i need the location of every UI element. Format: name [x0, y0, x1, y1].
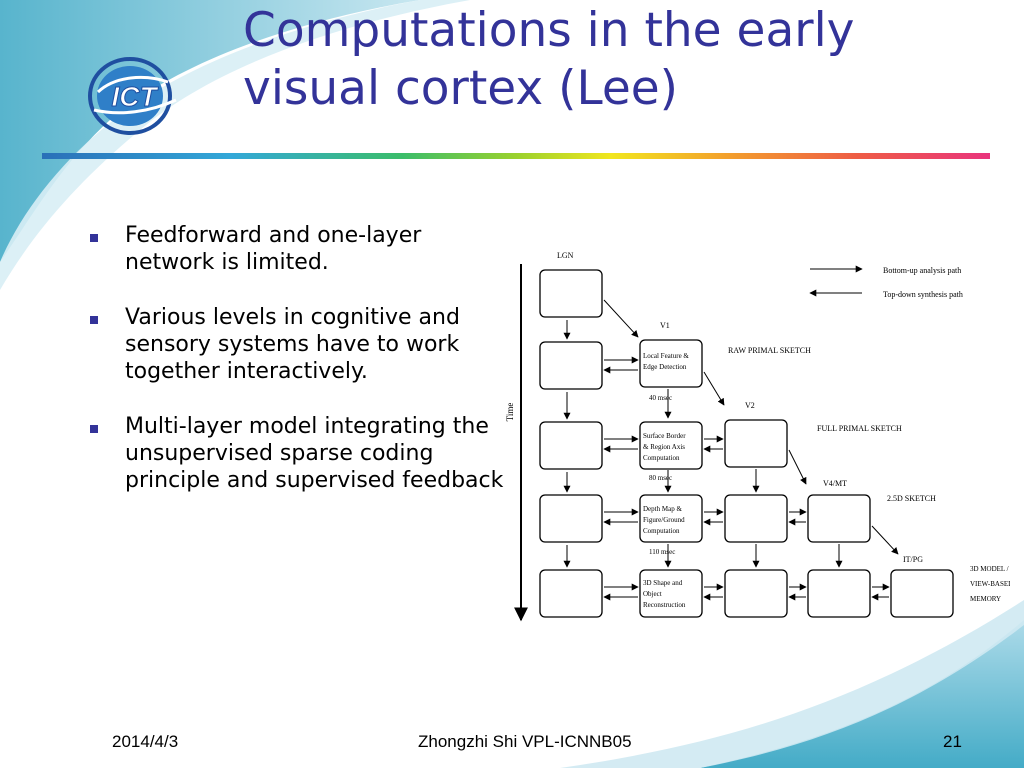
v1-box-row2 [639, 339, 703, 388]
lgn-box-row1 [539, 269, 603, 318]
bullet-item: Multi-layer model integrating the unsupe… [90, 413, 510, 494]
v2-box-row4 [724, 494, 788, 543]
diagonal-arrow [788, 449, 807, 485]
area-label-v2: V2 [745, 401, 755, 410]
stage-label-view-based: VIEW-BASED [970, 580, 1010, 588]
computation-text: Edge Detection [643, 363, 687, 371]
computation-text: Local Feature & [643, 352, 689, 360]
visual-cortex-diagram: Time Bottom-up analysis path Top-down sy… [505, 251, 1010, 622]
v2-box-row3 [724, 419, 788, 468]
computation-text: Computation [643, 454, 680, 462]
diagonal-arrow [703, 371, 725, 406]
computation-text: Surface Border [643, 432, 686, 440]
computation-text: Object [643, 590, 662, 598]
latency-label-110: 110 msec [649, 548, 675, 556]
stage-label-3d-model: 3D MODEL / [970, 565, 1009, 573]
top-down-legend-label: Top-down synthesis path [883, 290, 963, 299]
footer-author: Zhongzhi Shi VPL-ICNNB05 [418, 732, 632, 751]
v1-box-row3 [639, 421, 703, 470]
v4mt-box-row4 [807, 494, 871, 543]
footer-date: 2014/4/3 [112, 732, 179, 751]
lgn-box-row5 [539, 569, 603, 618]
ict-logo: ICT [88, 57, 177, 135]
itpg-box-row5 [890, 569, 954, 618]
latency-label-40: 40 msec [649, 394, 672, 402]
lgn-box-row2 [539, 341, 603, 390]
bottom-up-legend-label: Bottom-up analysis path [883, 266, 961, 275]
area-label-v4mt: V4/MT [823, 479, 847, 488]
slide-title: Computations in the early visual cortex … [243, 3, 855, 116]
diagonal-arrow [603, 299, 639, 338]
logo-text: ICT [111, 81, 159, 112]
v1-box-row5 [639, 569, 703, 618]
v2-box-row5 [724, 569, 788, 618]
lgn-box-row4 [539, 494, 603, 543]
footer-page-number: 21 [943, 732, 962, 751]
computation-text: Depth Map & [643, 505, 682, 513]
bullet-item: Various levels in cognitive and sensory … [90, 304, 510, 385]
v1-box-row4 [639, 494, 703, 543]
bullet-item: Feedforward and one-layer network is lim… [90, 222, 510, 276]
bullet-list: Feedforward and one-layer network is lim… [90, 222, 510, 522]
diagonal-arrow [871, 525, 899, 555]
rainbow-divider [42, 153, 990, 159]
stage-label-raw-primal: RAW PRIMAL SKETCH [728, 346, 811, 355]
area-label-v1: V1 [660, 321, 670, 330]
latency-label-80: 80 msec [649, 474, 672, 482]
computation-text: Computation [643, 527, 680, 535]
time-label: Time [505, 403, 515, 422]
stage-label-memory: MEMORY [970, 595, 1001, 603]
area-label-lgn: LGN [557, 251, 574, 260]
top-left-wave-light [0, 0, 470, 290]
computation-text: & Region Axis [643, 443, 685, 451]
computation-text: Figure/Ground [643, 516, 685, 524]
computation-text: Reconstruction [643, 601, 686, 609]
stage-label-2-5d: 2.5D SKETCH [887, 494, 936, 503]
stage-label-full-primal: FULL PRIMAL SKETCH [817, 424, 902, 433]
bottom-right-wave [700, 620, 1024, 768]
lgn-box-row3 [539, 421, 603, 470]
v4mt-box-row5 [807, 569, 871, 618]
bottom-right-wave-light [560, 600, 1024, 768]
area-label-itpg: IT/PG [903, 555, 923, 564]
computation-text: 3D Shape and [643, 579, 683, 587]
